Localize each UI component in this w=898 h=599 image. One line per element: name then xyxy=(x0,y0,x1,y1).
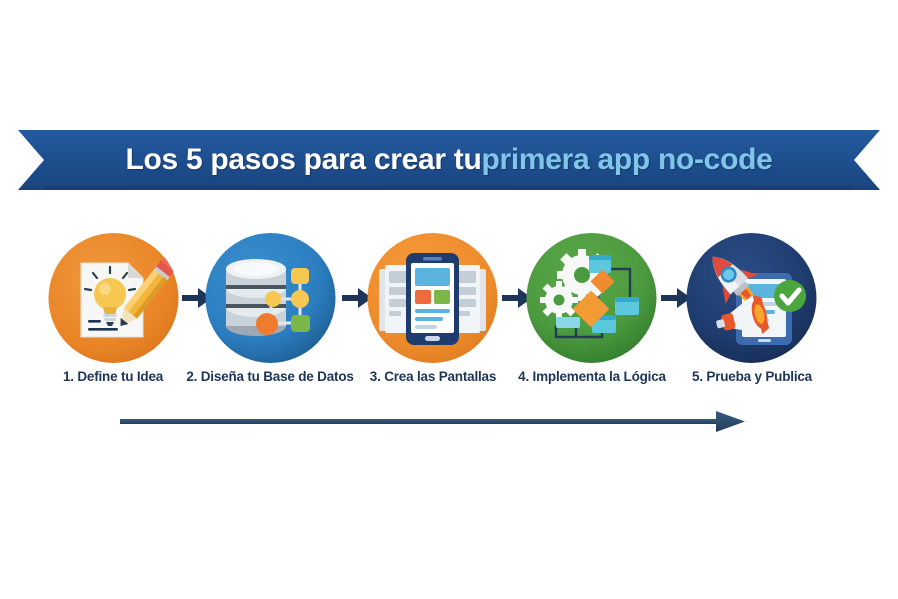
arrow-right-icon xyxy=(661,288,691,308)
step-labels-row: 1. Define tu Idea 2. Diseña tu Base de D… xyxy=(0,369,898,391)
step-5-label: 5. Prueba y Publica xyxy=(691,369,812,384)
step-4-label: 4. Implementa la Lógica xyxy=(518,369,666,384)
connector-arrow-1 xyxy=(180,285,214,311)
step-1[interactable] xyxy=(48,233,179,363)
page-title: Los 5 pasos para crear tu primera app no… xyxy=(18,130,880,190)
step-2-circle xyxy=(205,233,336,363)
connector-arrow-3 xyxy=(500,285,534,311)
progress-arrow xyxy=(120,408,745,436)
arrow-right-icon xyxy=(502,288,532,308)
rocket-megaphone-checkmark-icon xyxy=(686,233,817,363)
mobile-screens-icon xyxy=(367,233,498,363)
step-2[interactable] xyxy=(205,233,336,363)
step-5-circle xyxy=(686,233,817,363)
arrow-right-icon xyxy=(342,288,372,308)
database-nodes-icon xyxy=(205,233,336,363)
step-4-circle xyxy=(526,233,657,363)
title-banner: Los 5 pasos para crear tu primera app no… xyxy=(18,130,880,190)
step-4[interactable] xyxy=(526,233,657,363)
step-3[interactable] xyxy=(367,233,498,363)
title-accent-text: primera app no-code xyxy=(481,143,773,176)
connector-arrow-4 xyxy=(659,285,693,311)
steps-row xyxy=(0,233,898,363)
long-arrow-right-icon xyxy=(120,411,745,432)
step-1-label: 1. Define tu Idea xyxy=(62,369,164,384)
connector-arrow-2 xyxy=(340,285,374,311)
lightbulb-document-pencil-icon xyxy=(48,233,179,363)
banner-ribbon-shape xyxy=(18,130,880,190)
step-3-circle xyxy=(367,233,498,363)
step-2-label: 2. Diseña tu Base de Datos xyxy=(186,369,354,384)
title-plain-text: Los 5 pasos para crear tu xyxy=(125,143,482,176)
gears-flowchart-icon xyxy=(526,233,657,363)
step-5[interactable] xyxy=(686,233,817,363)
arrow-right-icon xyxy=(182,288,212,308)
step-3-label: 3. Crea las Pantallas xyxy=(369,369,497,384)
step-1-circle xyxy=(48,233,179,363)
